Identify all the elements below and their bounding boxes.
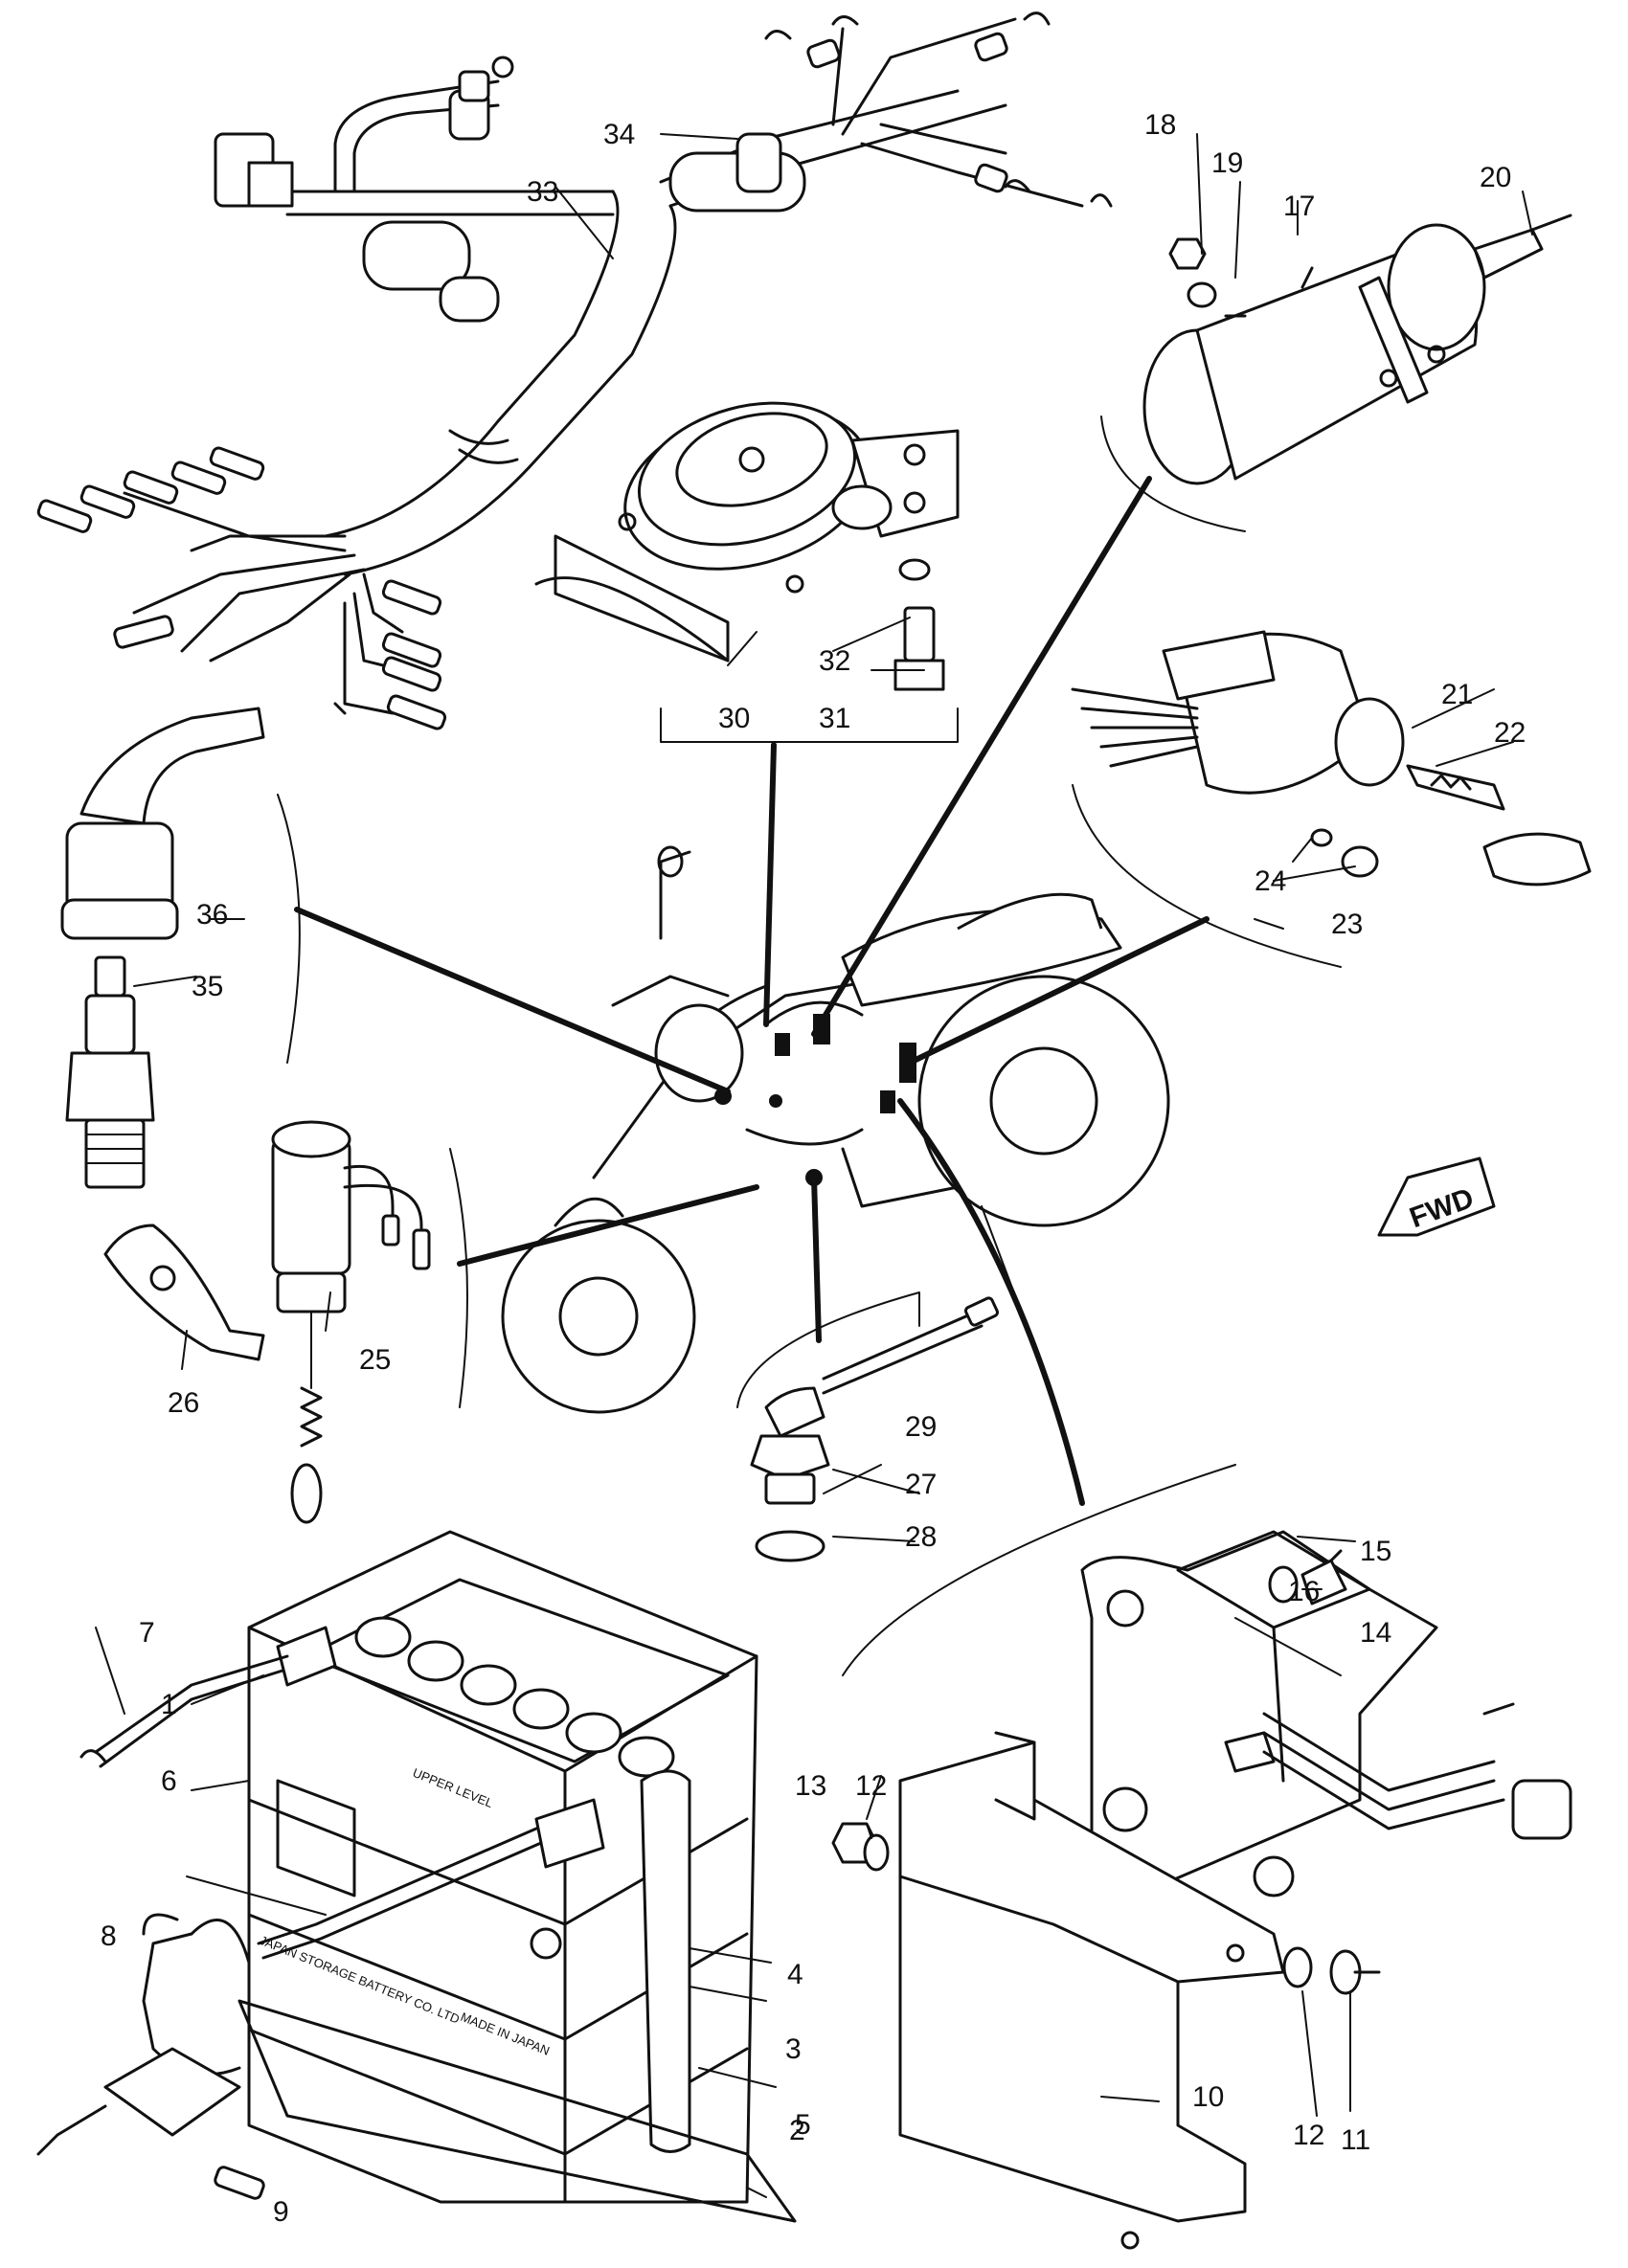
main-switch — [1071, 630, 1592, 968]
battery-cables — [79, 1654, 543, 2077]
regulator-bracket — [898, 1731, 1285, 2250]
callout-29: 29 — [905, 1411, 937, 1443]
spark-plug-cap — [60, 707, 265, 940]
horn — [534, 401, 960, 743]
condenser — [271, 1120, 431, 1524]
callout-11: 11 — [1341, 2124, 1370, 2156]
bracket-regulator — [842, 1464, 1236, 1676]
motorcycle-outline — [501, 845, 1170, 1414]
fuse-holder — [36, 2047, 265, 2200]
battery: UPPER LEVEL JAPAN STORAGE BATTERY CO. LT… — [237, 1530, 797, 2223]
oil-pressure-switch — [736, 1291, 1000, 1562]
callout-31: 31 — [819, 703, 850, 734]
callout-15: 15 — [1360, 1536, 1391, 1567]
horn-bolt — [893, 558, 945, 691]
callout-33: 33 — [527, 176, 558, 208]
callout-25: 25 — [359, 1344, 391, 1376]
callout-35: 35 — [192, 971, 223, 1002]
callout-10: 10 — [1192, 2081, 1224, 2113]
callout-4: 4 — [787, 1959, 803, 1990]
forward-direction-indicator: FWD — [1377, 1156, 1496, 1237]
callout-28: 28 — [905, 1521, 937, 1553]
callout-24: 24 — [1255, 865, 1286, 897]
callout-17: 17 — [1283, 191, 1315, 222]
callout-6: 6 — [161, 1765, 177, 1797]
ignition-coil — [1100, 213, 1572, 532]
callout-numbers: 1 2 3 4 5 6 7 8 9 10 11 12 12 13 14 15 1… — [101, 109, 1526, 2228]
callout-13: 13 — [795, 1770, 826, 1802]
callout-14: 14 — [1360, 1617, 1391, 1649]
callout-22: 22 — [1494, 717, 1526, 749]
voltage-regulator — [1080, 1530, 1572, 1917]
small-fasteners — [831, 1549, 1381, 1995]
callout-8: 8 — [101, 1920, 117, 1952]
callout-2: 2 — [789, 2115, 805, 2146]
mount-bracket — [103, 1224, 265, 1361]
callout-19: 19 — [1211, 147, 1243, 179]
callout-32: 32 — [819, 645, 850, 677]
callout-30: 30 — [718, 703, 750, 734]
callout-16: 16 — [1288, 1576, 1320, 1607]
callout-7: 7 — [139, 1617, 155, 1649]
callout-leaders — [95, 133, 1533, 2198]
callout-12a: 12 — [855, 1770, 887, 1802]
bracket-left — [277, 794, 301, 1064]
callout-1: 1 — [161, 1689, 177, 1720]
callout-26: 26 — [168, 1387, 199, 1419]
callout-21: 21 — [1441, 679, 1473, 710]
callout-36: 36 — [196, 899, 228, 931]
callout-34: 34 — [603, 119, 635, 150]
callout-5: 5 — [795, 2109, 811, 2141]
callout-20: 20 — [1480, 162, 1511, 193]
callout-18: 18 — [1144, 109, 1176, 141]
callout-9: 9 — [273, 2196, 289, 2228]
wire-harness — [36, 11, 1113, 730]
callout-23: 23 — [1331, 909, 1363, 940]
callout-12b: 12 — [1293, 2120, 1324, 2151]
spark-plug — [65, 955, 155, 1189]
callout-3: 3 — [785, 2033, 802, 2065]
callout-27: 27 — [905, 1469, 937, 1500]
leader-lines — [294, 476, 1210, 1506]
bracket-left-2 — [449, 1148, 468, 1408]
